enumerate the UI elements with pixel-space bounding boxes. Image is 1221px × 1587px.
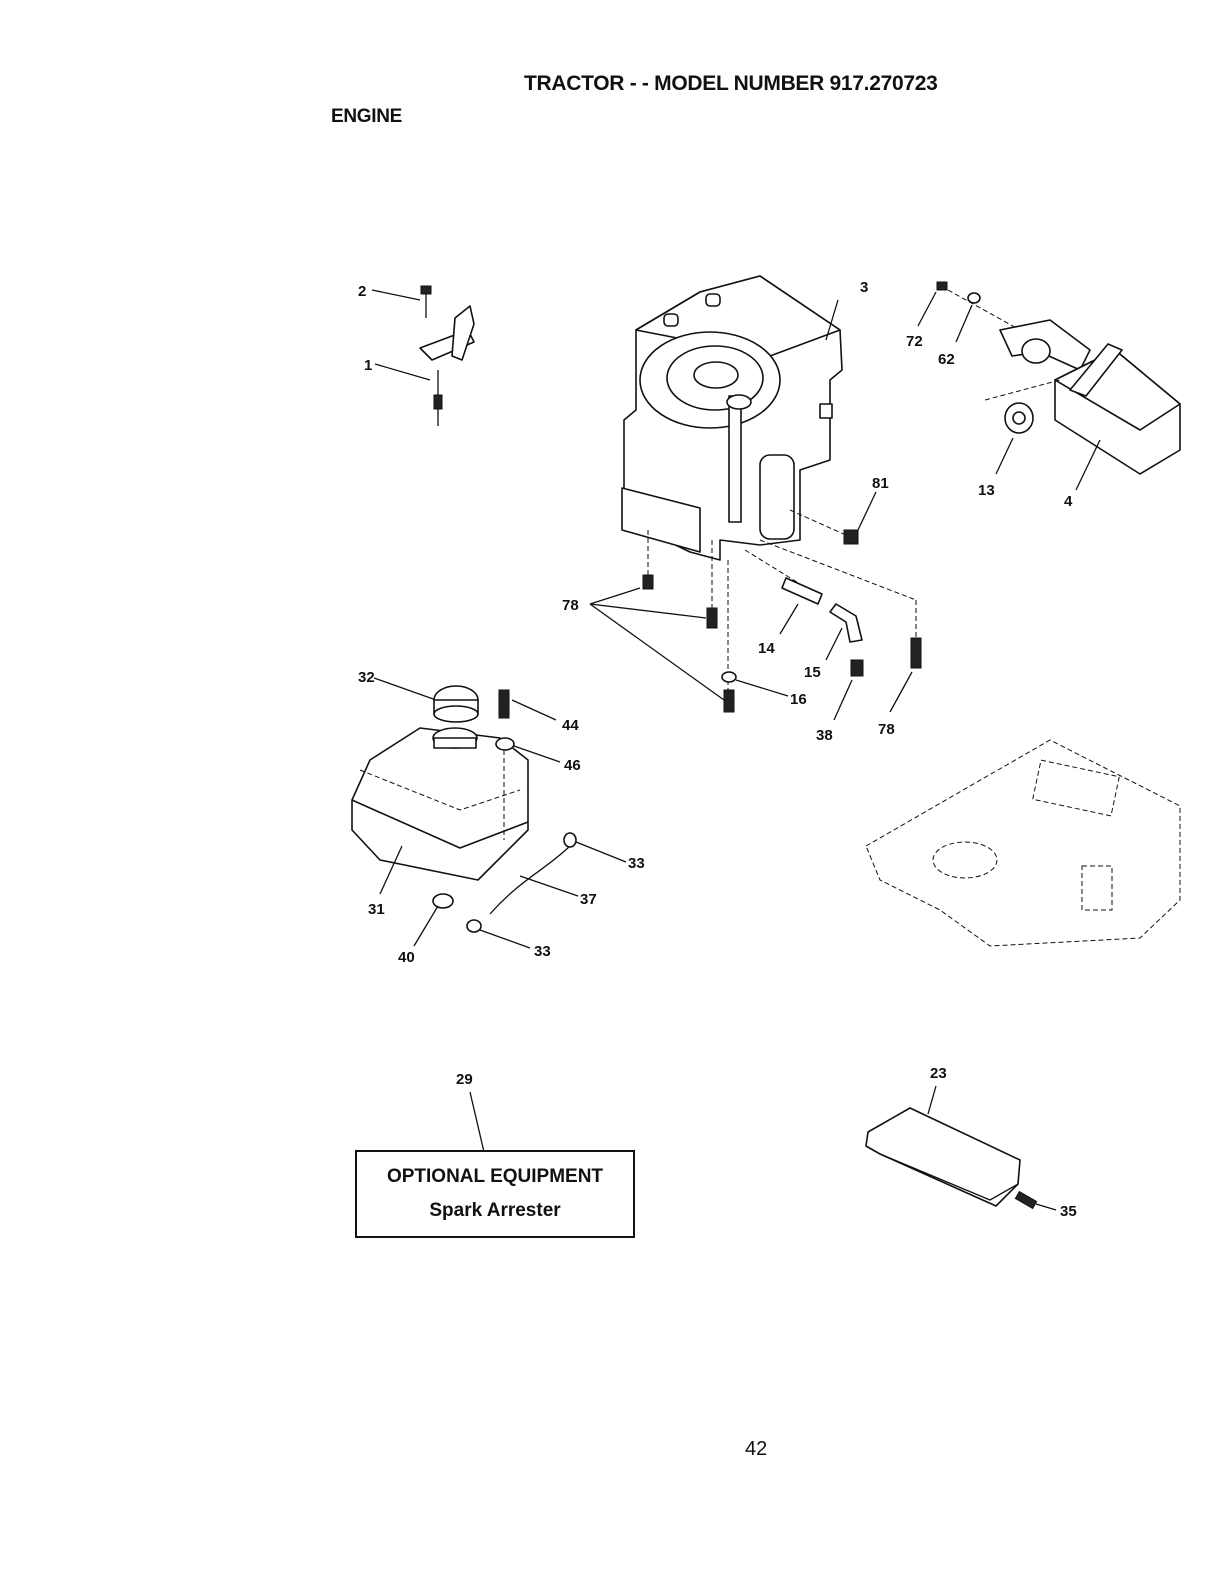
optional-equipment-box: OPTIONAL EQUIPMENT Spark Arrester xyxy=(355,1150,635,1238)
callout-72: 72 xyxy=(906,333,923,350)
callout-14: 14 xyxy=(758,640,775,657)
callout-35: 35 xyxy=(1060,1203,1077,1220)
callout-4: 4 xyxy=(1064,493,1073,510)
page-number: 42 xyxy=(745,1438,767,1461)
frame-reference-part xyxy=(866,740,1180,946)
callout-38: 38 xyxy=(816,727,833,744)
callout-37: 37 xyxy=(580,891,597,908)
callout-3: 3 xyxy=(860,279,868,296)
callout-78b: 78 xyxy=(878,721,895,738)
callout-40: 40 xyxy=(398,949,415,966)
callout-2: 1 xyxy=(364,357,372,374)
callout-15: 15 xyxy=(804,664,821,681)
callout-46: 46 xyxy=(564,757,581,774)
callout-13: 13 xyxy=(978,482,995,499)
throttle-control-part xyxy=(372,286,474,426)
callout-31: 31 xyxy=(368,901,385,918)
callout-78a: 78 xyxy=(562,597,579,614)
optional-equipment-title: OPTIONAL EQUIPMENT xyxy=(357,1166,633,1188)
callout-81: 81 xyxy=(872,475,889,492)
callout-29: 29 xyxy=(456,1071,473,1088)
callout-23: 23 xyxy=(930,1065,947,1082)
optional-equipment-item: Spark Arrester xyxy=(357,1200,633,1222)
callout-16: 16 xyxy=(790,691,807,708)
optional-leader-line xyxy=(470,1092,484,1152)
callout-44: 44 xyxy=(562,717,579,734)
callout-62: 62 xyxy=(938,351,955,368)
callout-32: 32 xyxy=(358,669,375,686)
callout-33b: 33 xyxy=(534,943,551,960)
engine-part xyxy=(622,276,842,560)
shield-part xyxy=(866,1086,1056,1210)
muffler-part xyxy=(918,282,1180,490)
callout-1: 2 xyxy=(358,283,366,300)
callout-33a: 33 xyxy=(628,855,645,872)
